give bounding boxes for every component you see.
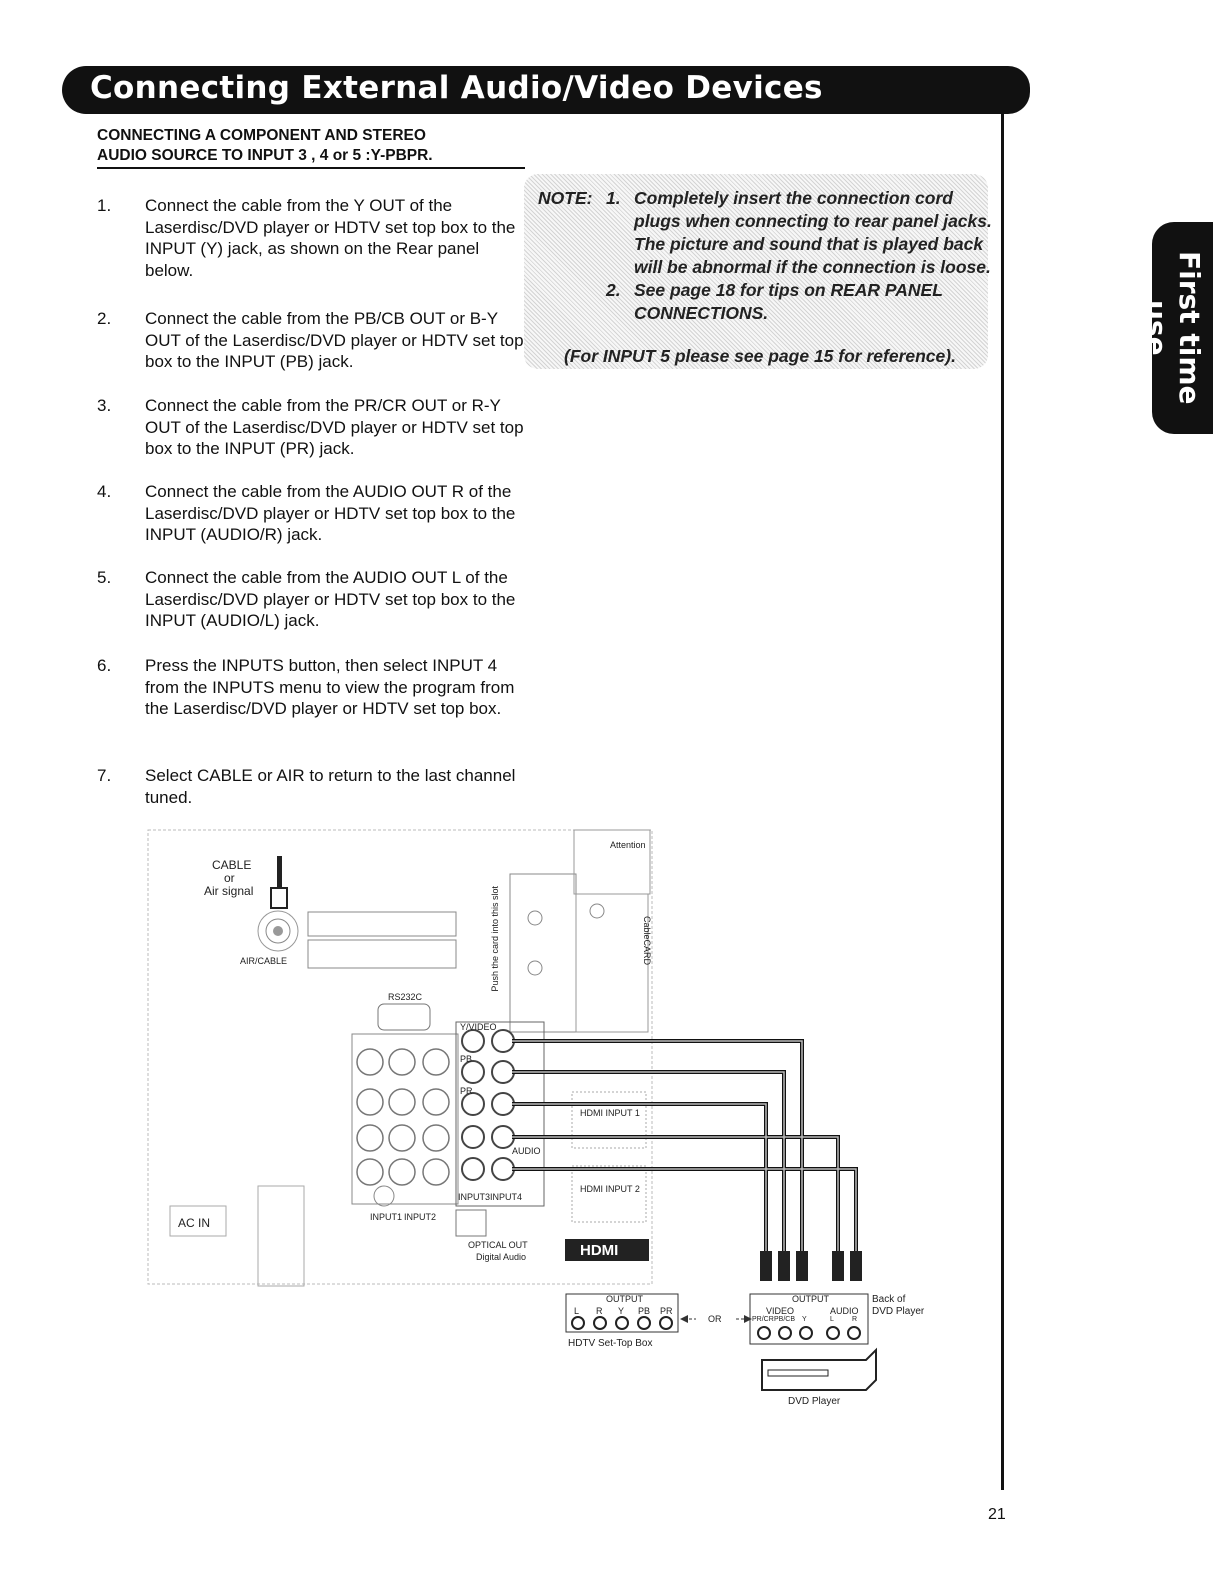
note-footer: (For INPUT 5 please see page 15 for refe…	[564, 346, 956, 366]
dvd-jack-label: L	[830, 1316, 834, 1323]
stb-jack-label: PR	[660, 1306, 673, 1316]
or-label: OR	[708, 1314, 722, 1324]
optical-out-label: OPTICAL OUT	[468, 1240, 528, 1250]
note-box: NOTE: 1. Completely insert the connectio…	[524, 174, 992, 369]
note-label: NOTE:	[538, 188, 593, 208]
stb-jack-label: Y	[618, 1306, 625, 1316]
stb-output-label: OUTPUT	[606, 1294, 643, 1304]
section-title-line2: AUDIO SOURCE TO INPUT 3 , 4 or 5 :Y-PBPR…	[97, 146, 525, 169]
dvd-jack-label: R	[852, 1316, 858, 1323]
hdmi-input1-label: HDMI INPUT 1	[580, 1108, 640, 1118]
dvd-video-label: VIDEO	[766, 1306, 795, 1316]
input1-label: INPUT1	[370, 1212, 403, 1222]
hdmi-input2-label: HDMI INPUT 2	[580, 1184, 640, 1194]
dvd-jack-label: PB/CB	[774, 1316, 796, 1323]
back-of-dvd-label: DVD Player	[872, 1306, 925, 1317]
note-item2-num: 2.	[606, 280, 621, 300]
section-title: CONNECTING A COMPONENT AND STEREO AUDIO …	[97, 126, 525, 169]
dvd-audio-label: AUDIO	[830, 1306, 859, 1316]
header-banner	[62, 66, 1030, 114]
note-line: plugs when connecting to rear panel jack…	[634, 211, 992, 231]
stb-jack-label: L	[574, 1306, 580, 1316]
pb-label: PB	[460, 1054, 473, 1064]
stb-jack-label: R	[596, 1306, 603, 1316]
note-line: See page 18 for tips on REAR PANEL	[634, 280, 943, 300]
rs232c-label: RS232C	[388, 992, 423, 1002]
back-of-dvd-label: Back of	[872, 1294, 906, 1305]
page-number: 21	[988, 1506, 1006, 1523]
rear-panel-diagram: CABLE or Air signal AIR/CABLE RS232C Att…	[140, 826, 960, 1416]
y-video-label: Y/VIDEO	[460, 1022, 497, 1032]
digital-audio-label: Digital Audio	[476, 1252, 527, 1262]
page-title: Connecting External Audio/Video Devices	[90, 70, 823, 106]
rear-panel-drawing	[147, 829, 877, 1391]
stb-jack-label: PB	[638, 1306, 651, 1316]
push-card-label: Push the card into this slot	[490, 886, 500, 992]
input2-label: INPUT2	[404, 1212, 437, 1222]
cable-label: or	[224, 871, 235, 885]
hdmi-logo: HDMI	[580, 1242, 619, 1259]
cablecard-label: CableCARD	[642, 916, 652, 966]
ac-in-label: AC IN	[178, 1216, 211, 1230]
attention-label: Attention	[610, 840, 646, 850]
note-line: will be abnormal if the connection is lo…	[634, 257, 991, 277]
air-cable-label: AIR/CABLE	[240, 956, 288, 966]
dvd-player-label: DVD Player	[788, 1396, 841, 1407]
side-tab	[1152, 222, 1213, 434]
pr-label: PR	[460, 1086, 473, 1096]
cable-label: Air signal	[204, 884, 254, 898]
note-line: CONNECTIONS.	[634, 303, 769, 323]
dvd-output-label: OUTPUT	[792, 1294, 829, 1304]
input4-label: INPUT4	[490, 1192, 523, 1202]
note-line: The picture and sound that is played bac…	[634, 234, 984, 254]
stb-label: HDTV Set-Top Box	[568, 1338, 653, 1349]
note-item1-num: 1.	[606, 188, 621, 208]
right-margin-rule	[1001, 110, 1004, 1490]
dvd-jack-label: Y	[802, 1316, 807, 1323]
side-tab-label: First time use	[1140, 251, 1206, 405]
cable-label: CABLE	[212, 858, 252, 872]
audio-label: AUDIO	[512, 1146, 541, 1156]
note-line: Completely insert the connection cord	[634, 188, 953, 208]
section-title-line1: CONNECTING A COMPONENT AND STEREO	[97, 127, 426, 144]
dvd-jack-label: PR/CR	[752, 1316, 774, 1323]
input3-label: INPUT3	[458, 1192, 491, 1202]
